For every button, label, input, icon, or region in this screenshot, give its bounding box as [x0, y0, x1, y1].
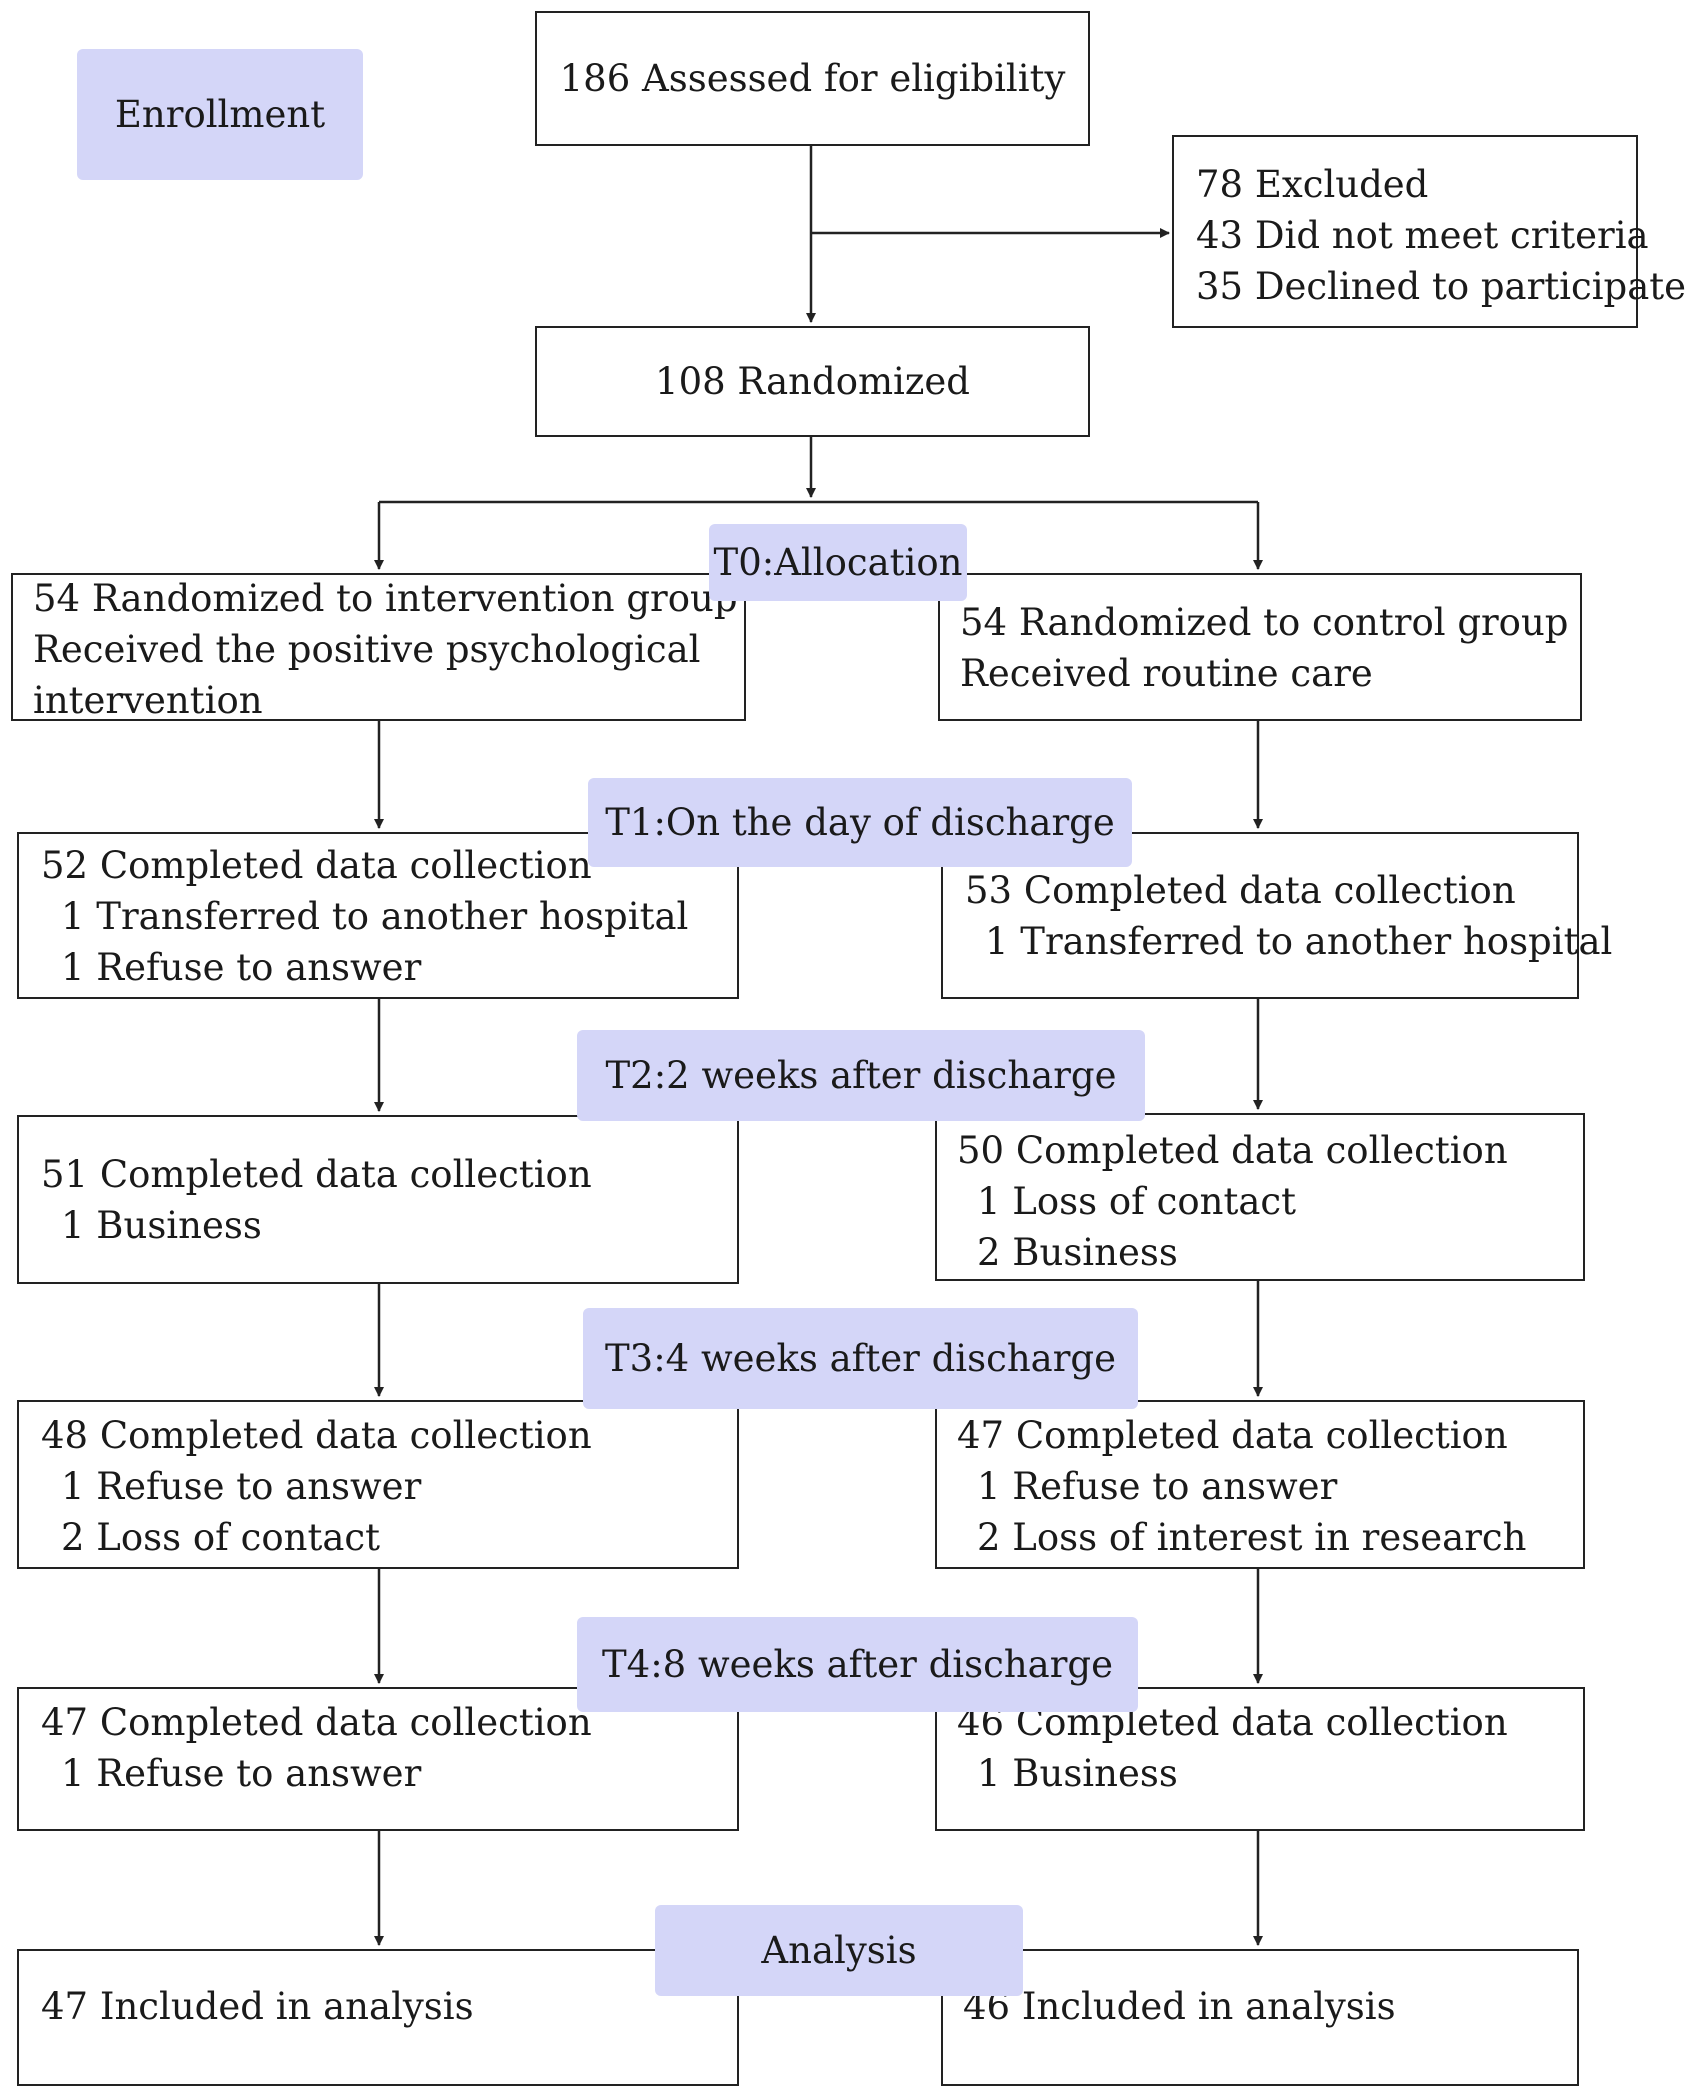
intervention-allocation-box: 54 Randomized to intervention group Rece…: [11, 573, 746, 722]
stage-label-t4: T4:8 weeks after discharge: [577, 1617, 1138, 1712]
control-t3-line-1: 47 Completed data collection: [957, 1414, 1508, 1457]
intervention-t4-box: 47 Completed data collection 1 Refuse to…: [17, 1687, 739, 1831]
assessed-box: 186 Assessed for eligibility: [535, 11, 1090, 146]
stage-label-t0-text: T0:Allocation: [713, 541, 963, 584]
assessed-text: 186 Assessed for eligibility: [559, 57, 1066, 100]
stage-label-analysis: Analysis: [655, 1905, 1023, 1996]
intervention-t2-line-2: 1 Business: [61, 1204, 262, 1247]
intervention-t4-line-1: 47 Completed data collection: [41, 1701, 592, 1744]
control-analysis-box: 46 Included in analysis: [941, 1949, 1579, 2086]
excluded-line-2: 43 Did not meet criteria: [1196, 214, 1649, 257]
intervention-t3-line-1: 48 Completed data collection: [41, 1414, 592, 1457]
control-analysis-line-1: 46 Included in analysis: [963, 1985, 1396, 2028]
control-t2-line-2: 1 Loss of contact: [977, 1180, 1296, 1223]
control-t1-line-1: 53 Completed data collection: [965, 869, 1516, 912]
stage-label-t2-text: T2:2 weeks after discharge: [605, 1054, 1117, 1097]
excluded-box: 78 Excluded 43 Did not meet criteria 35 …: [1172, 135, 1686, 328]
stage-label-t2: T2:2 weeks after discharge: [577, 1030, 1145, 1121]
excluded-line-3: 35 Declined to participate: [1196, 265, 1686, 308]
stage-label-t1-text: T1:On the day of discharge: [605, 801, 1115, 844]
control-t3-box: 47 Completed data collection 1 Refuse to…: [935, 1400, 1585, 1569]
intervention-allocation-line-3: intervention: [33, 679, 263, 722]
stage-label-t0: T0:Allocation: [709, 524, 967, 601]
control-t4-line-2: 1 Business: [977, 1752, 1178, 1795]
intervention-t2-line-1: 51 Completed data collection: [41, 1153, 592, 1196]
stage-label-t3-text: T3:4 weeks after discharge: [605, 1337, 1116, 1380]
intervention-t3-box: 48 Completed data collection 1 Refuse to…: [17, 1400, 739, 1569]
intervention-t3-line-2: 1 Refuse to answer: [61, 1465, 422, 1508]
intervention-allocation-line-1: 54 Randomized to intervention group: [33, 577, 738, 620]
randomized-box: 108 Randomized: [535, 326, 1090, 437]
intervention-t3-line-3: 2 Loss of contact: [61, 1516, 380, 1559]
intervention-allocation-line-2: Received the positive psychological: [33, 628, 701, 671]
control-t2-line-1: 50 Completed data collection: [957, 1129, 1508, 1172]
control-allocation-line-1: 54 Randomized to control group: [960, 601, 1569, 644]
control-t2-line-3: 2 Business: [977, 1231, 1178, 1274]
control-t3-line-3: 2 Loss of interest in research: [977, 1516, 1527, 1559]
excluded-line-1: 78 Excluded: [1196, 163, 1429, 206]
stage-label-t3: T3:4 weeks after discharge: [583, 1308, 1138, 1409]
stage-label-analysis-text: Analysis: [761, 1929, 917, 1972]
intervention-t1-line-2: 1 Transferred to another hospital: [61, 895, 689, 938]
randomized-text: 108 Randomized: [655, 360, 970, 403]
control-t4-box: 46 Completed data collection 1 Business: [935, 1687, 1585, 1831]
control-t2-box: 50 Completed data collection 1 Loss of c…: [935, 1113, 1585, 1281]
stage-label-t4-text: T4:8 weeks after discharge: [602, 1643, 1113, 1686]
intervention-t4-line-2: 1 Refuse to answer: [61, 1752, 422, 1795]
control-allocation-box: 54 Randomized to control group Received …: [938, 573, 1582, 721]
enrollment-label: Enrollment: [77, 49, 363, 180]
intervention-t2-box: 51 Completed data collection 1 Business: [17, 1115, 739, 1284]
intervention-analysis-box: 47 Included in analysis: [17, 1949, 739, 2086]
control-allocation-line-2: Received routine care: [960, 652, 1373, 695]
control-t3-line-2: 1 Refuse to answer: [977, 1465, 1338, 1508]
enrollment-label-text: Enrollment: [114, 93, 326, 136]
intervention-t1-line-3: 1 Refuse to answer: [61, 946, 422, 989]
stage-label-t1: T1:On the day of discharge: [588, 778, 1132, 867]
control-t1-line-2: 1 Transferred to another hospital: [985, 920, 1613, 963]
intervention-t1-line-1: 52 Completed data collection: [41, 844, 592, 887]
intervention-analysis-line-1: 47 Included in analysis: [41, 1985, 474, 2028]
